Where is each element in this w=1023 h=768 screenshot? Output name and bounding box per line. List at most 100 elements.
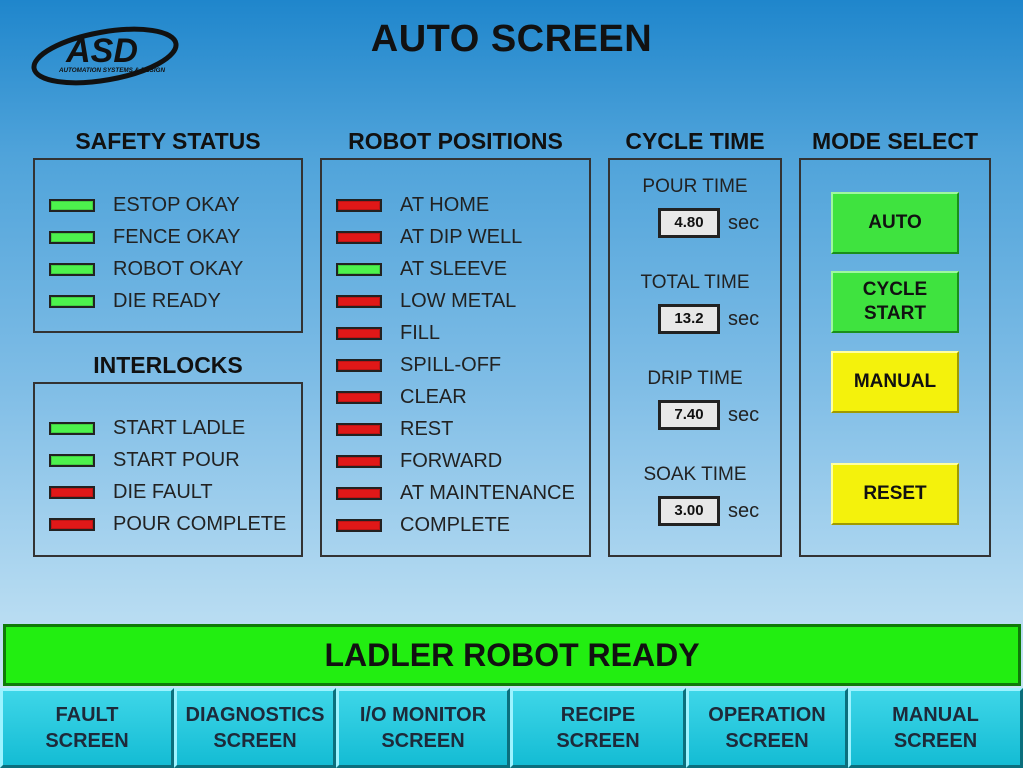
manual-screen-button[interactable]: MANUAL SCREEN (848, 688, 1023, 768)
indicator-label: DIE READY (113, 289, 221, 312)
status-lamp (49, 485, 95, 499)
indicator-label: ESTOP OKAY (113, 193, 240, 216)
status-lamp (336, 262, 382, 276)
nav-label-line2: SCREEN (893, 730, 978, 752)
indicator-label: CLEAR (400, 385, 467, 408)
interlock-indicator: START LADLE (49, 415, 245, 441)
cycle-time-title: CYCLE TIME (625, 128, 765, 154)
robot-position-indicator: AT SLEEVE (336, 256, 507, 282)
drip-time-value: 7.40 (658, 400, 720, 430)
indicator-label: COMPLETE (400, 513, 511, 536)
status-banner: LADLER ROBOT READY (3, 624, 1021, 686)
manual-button[interactable]: MANUAL (831, 351, 959, 413)
status-lamp (336, 390, 382, 404)
interlock-indicator: POUR COMPLETE (49, 511, 286, 537)
soak-time-value: 3.00 (658, 496, 720, 526)
robot-position-indicator: AT MAINTENANCE (336, 480, 575, 506)
status-lamp (49, 230, 95, 244)
nav-label-line1: RECIPE (560, 704, 636, 726)
nav-label-line1: DIAGNOSTICS (185, 704, 325, 726)
operation-screen-button[interactable]: OPERATION SCREEN (686, 688, 848, 768)
pour-time-readout: 4.80 sec (658, 208, 759, 238)
cycle-start-button[interactable]: CYCLE START (831, 271, 959, 333)
safety-status-panel: ESTOP OKAY FENCE OKAY ROBOT OKAY DIE REA… (33, 158, 303, 333)
time-unit: sec (728, 403, 760, 426)
reset-button[interactable]: RESET (831, 463, 959, 525)
indicator-label: AT HOME (400, 193, 490, 216)
nav-label-line1: I/O MONITOR (359, 704, 487, 726)
robot-positions-panel: AT HOME AT DIP WELL AT SLEEVE LOW METAL … (320, 158, 591, 557)
interlocks-panel: START LADLE START POUR DIE FAULT POUR CO… (33, 382, 303, 557)
indicator-label: FILL (400, 321, 441, 344)
status-lamp (49, 198, 95, 212)
logo-tagline: AUTOMATION SYSTEMS & DESIGN (58, 67, 166, 74)
robot-position-indicator: AT DIP WELL (336, 224, 522, 250)
total-time-label: TOTAL TIME (640, 272, 750, 293)
interlocks-title: INTERLOCKS (93, 352, 243, 378)
robot-position-indicator: COMPLETE (336, 512, 510, 538)
logo-mark-text: ASD (65, 32, 138, 70)
io-monitor-screen-button[interactable]: I/O MONITOR SCREEN (336, 688, 510, 768)
recipe-screen-button[interactable]: RECIPE SCREEN (510, 688, 686, 768)
status-lamp (336, 230, 382, 244)
indicator-label: AT MAINTENANCE (400, 481, 575, 504)
safety-status-title: SAFETY STATUS (75, 128, 261, 154)
status-lamp (49, 517, 95, 531)
pour-time-value: 4.80 (658, 208, 720, 238)
fault-screen-button[interactable]: FAULT SCREEN (0, 688, 174, 768)
robot-position-indicator: CLEAR (336, 384, 467, 410)
auto-button-label: AUTO (868, 212, 922, 233)
manual-button-label: MANUAL (853, 371, 937, 392)
total-time-readout: 13.2 sec (658, 304, 759, 334)
drip-time-readout: 7.40 sec (658, 400, 759, 430)
pour-time-label: POUR TIME (642, 176, 748, 197)
mode-select-title: MODE SELECT (811, 128, 979, 154)
auto-button[interactable]: AUTO (831, 192, 959, 254)
safety-indicator: ESTOP OKAY (49, 192, 240, 218)
safety-indicator: DIE READY (49, 288, 221, 314)
time-unit: sec (728, 499, 760, 522)
indicator-label: AT DIP WELL (400, 225, 523, 248)
robot-position-indicator: FILL (336, 320, 440, 346)
indicator-label: START LADLE (113, 416, 246, 439)
indicator-label: ROBOT OKAY (113, 257, 244, 280)
indicator-label: POUR COMPLETE (113, 512, 287, 535)
time-unit: sec (728, 211, 760, 234)
nav-label-line2: SCREEN (45, 730, 129, 752)
interlock-indicator: DIE FAULT (49, 479, 213, 505)
nav-label-line2: SCREEN (556, 730, 640, 752)
status-lamp (336, 326, 382, 340)
diagnostics-screen-button[interactable]: DIAGNOSTICS SCREEN (174, 688, 336, 768)
cycle-start-label-line2: START (864, 303, 926, 324)
nav-label-line2: SCREEN (213, 730, 297, 752)
asd-logo-mark: ASD AUTOMATION SYSTEMS & DESIGN (31, 26, 179, 86)
status-lamp (336, 198, 382, 212)
status-lamp (336, 486, 382, 500)
robot-positions-title: ROBOT POSITIONS (348, 128, 563, 154)
nav-label-line2: SCREEN (725, 730, 809, 752)
indicator-label: REST (400, 417, 454, 440)
mode-select-panel: AUTO CYCLE START MANUAL RESET (799, 158, 991, 557)
indicator-label: LOW METAL (400, 289, 517, 312)
reset-button-label: RESET (863, 483, 927, 504)
cycle-start-label-line1: CYCLE (862, 279, 928, 300)
safety-indicator: FENCE OKAY (49, 224, 240, 250)
robot-position-indicator: SPILL-OFF (336, 352, 501, 378)
indicator-label: DIE FAULT (113, 480, 213, 503)
nav-label-line2: SCREEN (381, 730, 465, 752)
indicator-label: FENCE OKAY (113, 225, 241, 248)
interlock-indicator: START POUR (49, 447, 240, 473)
page-title: AUTO SCREEN (370, 18, 653, 60)
status-lamp (336, 422, 382, 436)
robot-position-indicator: AT HOME (336, 192, 489, 218)
indicator-label: SPILL-OFF (400, 353, 502, 376)
status-lamp (49, 421, 95, 435)
indicator-label: FORWARD (400, 449, 503, 472)
robot-position-indicator: REST (336, 416, 453, 442)
status-lamp (336, 518, 382, 532)
soak-time-label: SOAK TIME (643, 464, 747, 485)
status-lamp (49, 262, 95, 276)
status-lamp (336, 454, 382, 468)
nav-label-line1: OPERATION (708, 704, 826, 726)
status-lamp (49, 453, 95, 467)
